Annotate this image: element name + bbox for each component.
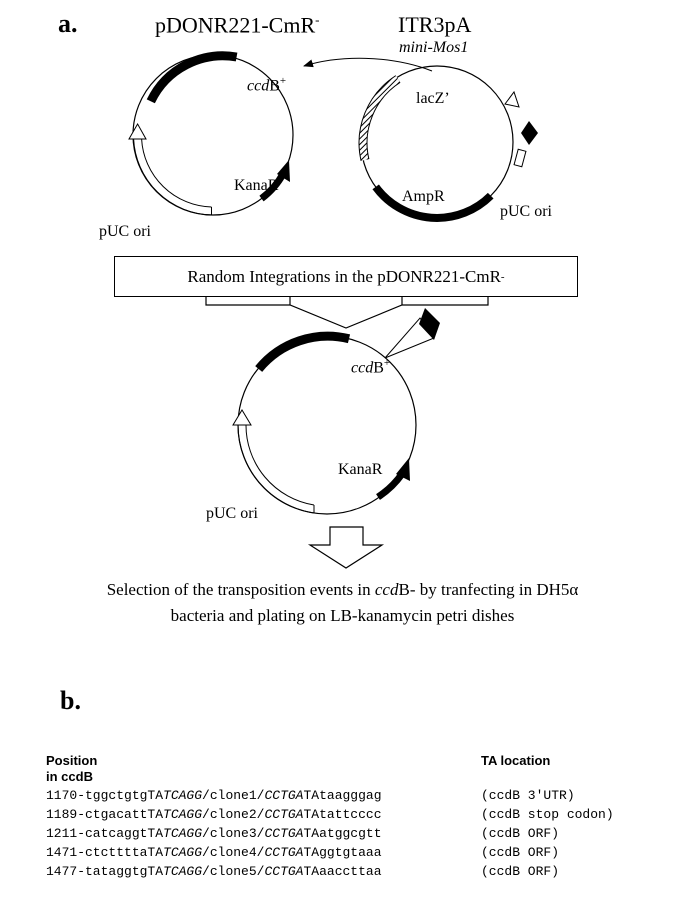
caption-line-2: bacteria and plating on LB-kanamycin pet… — [170, 606, 515, 625]
seq-ital2: CCTGA — [264, 845, 304, 860]
table-row: 1189-ctgacattTATCAGG/clone2/CCTGATAtattc… — [46, 805, 666, 824]
selection-caption: Selection of the transposition events in… — [0, 577, 685, 629]
caption-line-1-b: B- by tranfecting in DH5α — [398, 580, 579, 599]
ccdb-label-1-sup: + — [279, 75, 287, 87]
table-row: 1477-tataggtgTATCAGG/clone5/CCTGATAaacct… — [46, 862, 666, 881]
plasmid1-name: pDONR221-CmR — [155, 12, 316, 38]
seq-pre: 1471-ctcttttaTA — [46, 845, 164, 860]
caption-line-1: Selection of the transposition events in… — [0, 577, 685, 603]
ta-location: (ccdB ORF) — [481, 864, 560, 879]
seq-pre: 1189-ctgacattTA — [46, 807, 164, 822]
seq-mid: /clone1/ — [202, 788, 265, 803]
puc-ori-label-1: pUC ori — [99, 223, 151, 240]
sequence-table: 1170-tggctgtgTATCAGG/clone1/CCTGATAtaagg… — [46, 786, 666, 881]
table-row: 1211-catcaggtTATCAGG/clone3/CCTGATAatggc… — [46, 824, 666, 843]
plasmid-itr3pa — [358, 65, 538, 222]
box-text: Random Integrations in the pDONR221-CmR — [187, 266, 501, 286]
plasmid1-title: pDONR221-CmR- — [155, 12, 319, 38]
puc-ori-label-2: pUC ori — [500, 203, 552, 220]
seq-ital1: TCAGG — [163, 826, 203, 841]
seq-ital2: CCTGA — [264, 788, 304, 803]
panel-a-letter: a. — [58, 9, 78, 38]
position-header: Position in ccdB — [46, 753, 97, 785]
seq-mid: /clone3/ — [202, 826, 265, 841]
seq-ital2: CCTGA — [264, 864, 304, 879]
ampr-label: AmpR — [402, 188, 445, 205]
ta-location: (ccdB 3′UTR) — [481, 788, 575, 803]
ta-location: (ccdB ORF) — [481, 826, 560, 841]
ccdb-label-1: ccdB+ — [247, 75, 286, 95]
panel-b-letter: b. — [60, 686, 81, 715]
seq-pre: 1211-catcaggtTA — [46, 826, 164, 841]
seq-ital2: CCTGA — [264, 826, 304, 841]
transposon-label: mini-Mos1 — [399, 39, 469, 56]
seq-mid: /clone2/ — [202, 807, 265, 822]
ccdb-label-1-rest: B — [269, 77, 280, 95]
plasmid1-sup: - — [315, 12, 320, 27]
seq-post: TAatggcgtt — [303, 826, 382, 841]
transposition-arrow — [303, 57, 433, 72]
plasmid-result — [232, 308, 440, 515]
seq-ital1: TCAGG — [163, 807, 203, 822]
kanar-label-2: KanaR — [338, 461, 383, 478]
ccdb-label-2-rest: B — [373, 359, 384, 377]
kanar-label-1: KanaR — [234, 177, 279, 194]
seq-pre: 1170-tggctgtgTA — [46, 788, 164, 803]
ta-location-header: TA location — [481, 753, 551, 768]
plasmid-pdonr221 — [128, 51, 294, 216]
table-row: 1471-ctcttttaTATCAGG/clone4/CCTGATAggtgt… — [46, 843, 666, 862]
selection-down-arrow — [307, 526, 385, 569]
seq-post: TAtaagggag — [303, 788, 382, 803]
position-header-line2: in ccdB — [46, 769, 93, 784]
ta-location: (ccdB stop codon) — [481, 807, 614, 822]
seq-ital2: CCTGA — [264, 807, 304, 822]
integration-funnel — [205, 297, 489, 329]
seq-mid: /clone5/ — [202, 864, 265, 879]
seq-ital1: TCAGG — [163, 864, 203, 879]
caption-line-1-a: Selection of the transposition events in — [106, 580, 375, 599]
seq-post: TAggtgtaaa — [303, 845, 382, 860]
caption-line-1-ital: ccd — [374, 580, 399, 599]
seq-post: TAaaccttaa — [303, 864, 382, 879]
ccdb-label-2: ccdB+ — [351, 357, 390, 377]
seq-mid: /clone4/ — [202, 845, 265, 860]
box-sup: - — [500, 270, 505, 283]
ccdb-label-2-sup: + — [383, 357, 391, 369]
table-row: 1170-tggctgtgTATCAGG/clone1/CCTGATAtaagg… — [46, 786, 666, 805]
seq-ital1: TCAGG — [163, 845, 203, 860]
lacz-label: lacZ’ — [416, 90, 450, 107]
seq-ital1: TCAGG — [163, 788, 203, 803]
random-integrations-box: Random Integrations in the pDONR221-CmR- — [114, 256, 578, 297]
plasmid2-title: ITR3pA — [398, 12, 472, 37]
ccdb-label-2-ital: ccd — [351, 359, 374, 377]
ccdb-label-1-ital: ccd — [247, 77, 270, 95]
seq-post: TAtattcccc — [303, 807, 382, 822]
puc-ori-label-3: pUC ori — [206, 505, 258, 522]
seq-pre: 1477-tataggtgTA — [46, 864, 164, 879]
ta-location: (ccdB ORF) — [481, 845, 560, 860]
position-header-line1: Position — [46, 753, 98, 768]
